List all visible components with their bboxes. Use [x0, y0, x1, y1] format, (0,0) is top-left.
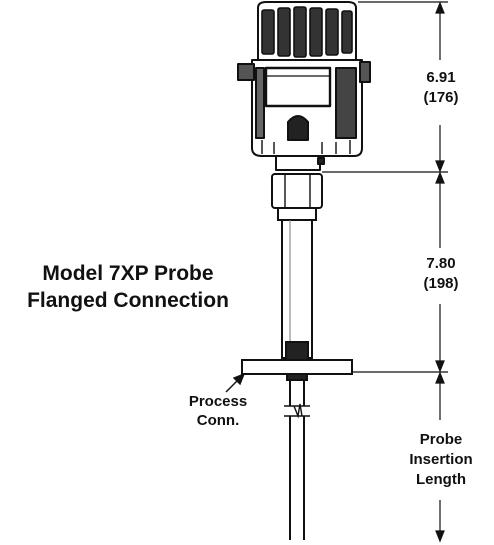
dim-arrow-top	[435, 1, 445, 14]
dim-arrow-rod-top	[435, 171, 445, 184]
housing-dimension-label: 6.91 (176)	[410, 68, 472, 108]
rod-dimension-mm: (198)	[423, 275, 459, 292]
hex-fitting	[271, 173, 323, 221]
dim-arrow-rod-bottom	[435, 360, 445, 373]
probe-upper-tube	[281, 219, 313, 361]
insertion-label-line3: Length	[416, 471, 466, 488]
drawing-title-line2: Flanged Connection	[27, 289, 229, 312]
insertion-label-line1: Probe	[419, 431, 463, 448]
drawing-title: Model 7XP Probe Flanged Connection	[8, 260, 248, 314]
housing-dimension-inches: 6.91	[426, 69, 456, 86]
transmitter-housing	[237, 1, 371, 171]
process-connection-line1: Process	[188, 393, 248, 410]
probe-rod	[284, 380, 310, 540]
rod-dimension-inches: 7.80	[426, 255, 456, 272]
drawing-title-line1: Model 7XP Probe	[42, 262, 214, 285]
process-connection-label: Process Conn.	[176, 392, 260, 430]
insertion-label-line2: Insertion	[409, 451, 473, 468]
process-flange	[241, 359, 353, 381]
process-connection-line2: Conn.	[196, 412, 240, 429]
dim-arrow-insertion-bottom	[435, 530, 445, 543]
dimension-lines	[322, 1, 448, 543]
housing-dimension-mm: (176)	[423, 89, 459, 106]
insertion-length-label: Probe Insertion Length	[394, 430, 488, 490]
dim-arrow-housing-bottom	[435, 160, 445, 173]
process-connection-leader	[225, 372, 246, 393]
rod-dimension-label: 7.80 (198)	[410, 254, 472, 294]
dim-arrow-insertion-top	[435, 371, 445, 384]
